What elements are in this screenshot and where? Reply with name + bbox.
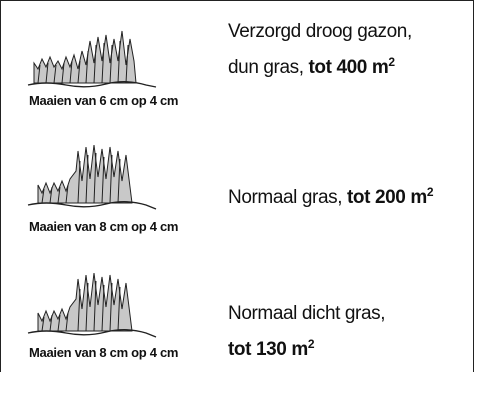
area-unit-exponent: 2 — [307, 337, 315, 351]
grass-short-illustration — [27, 30, 157, 88]
info-table: Maaien van 6 cm op 4 cm Verzorgd droog g… — [0, 0, 474, 372]
lawn-description: Verzorgd droog gazon, dun gras, tot 400 … — [228, 17, 468, 83]
desc-plain: Normaal gras, — [228, 187, 347, 208]
grass-medium-illustration — [27, 144, 157, 210]
desc-line2: tot 130 m2 — [228, 329, 468, 365]
area-limit: tot 400 m — [308, 57, 389, 78]
desc-line1: Verzorgd droog gazon, — [228, 21, 412, 42]
desc-line2: Normaal gras, tot 200 m2 — [228, 177, 468, 213]
lawn-description: Normaal gras, tot 200 m2 — [228, 177, 468, 213]
row-normal-grass: Maaien van 8 cm op 4 cm Normaal gras, to… — [1, 125, 475, 249]
area-unit-exponent: 2 — [426, 185, 434, 199]
row-dry-lawn: Maaien van 6 cm op 4 cm Verzorgd droog g… — [1, 1, 475, 125]
mowing-caption: Maaien van 6 cm op 4 cm — [29, 93, 179, 108]
desc-plain: dun gras, — [228, 57, 309, 78]
desc-line1: Normaal dicht gras, — [228, 303, 386, 324]
mowing-caption: Maaien van 8 cm op 4 cm — [29, 345, 179, 360]
row-dense-grass: Maaien van 8 cm op 4 cm Normaal dicht gr… — [1, 249, 475, 373]
area-limit: tot 200 m — [347, 187, 427, 208]
mowing-caption: Maaien van 8 cm op 4 cm — [29, 219, 179, 234]
lawn-description: Normaal dicht gras, tot 130 m2 — [228, 299, 468, 365]
grass-dense-illustration — [27, 272, 157, 338]
desc-line2: dun gras, tot 400 m2 — [228, 47, 468, 83]
area-limit: tot 130 m — [228, 339, 308, 360]
area-unit-exponent: 2 — [388, 55, 395, 69]
